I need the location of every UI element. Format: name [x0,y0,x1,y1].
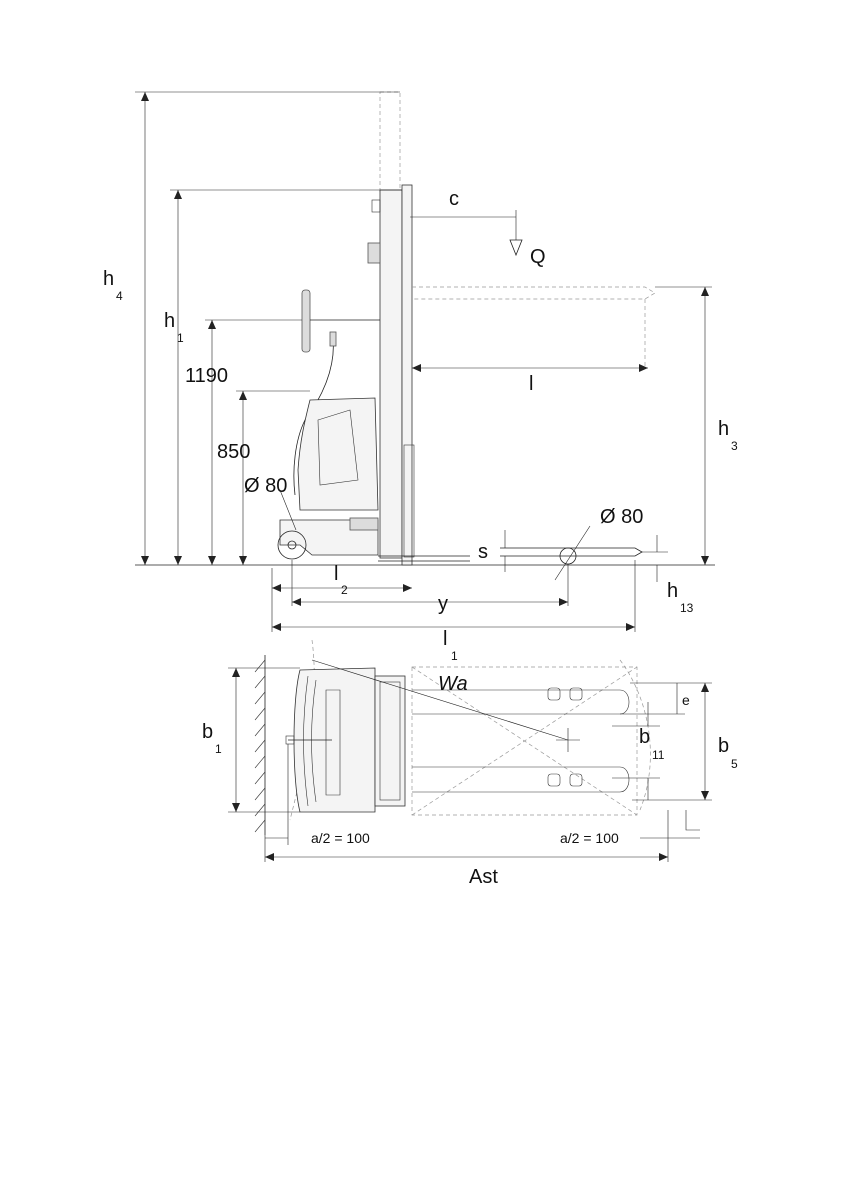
l-arrow-right [639,364,648,372]
tiller-grip [330,332,336,346]
l2-arrow-right [403,584,412,592]
label-h13: h [667,580,678,602]
l2-arrow-left [272,584,281,592]
top-view: Wa b 1 e b 11 b 5 a/2 = 100 [202,640,738,888]
h1-arrow-top [174,190,182,199]
label-l1-sub: 1 [451,649,458,663]
label-b1: b [202,721,213,743]
label-b5: b [718,735,729,757]
h3-arrow-bottom [701,556,709,565]
label-h3-sub: 3 [731,439,738,453]
label-b5-sub: 5 [731,757,738,771]
label-l2-sub: 2 [341,583,348,597]
label-850: 850 [217,441,250,463]
label-h1-sub: 1 [177,331,184,345]
label-h13-sub: 13 [680,601,694,615]
b5-arrow-top [701,683,709,692]
label-h3: h [718,418,729,440]
d1190-arrow-bottom [208,556,216,565]
ast-arrow-right [659,853,668,861]
y-arrow-left [292,598,301,606]
fork-roller-3 [548,774,560,786]
h4-arrow-bottom [141,556,149,565]
h1-arrow-bottom [174,556,182,565]
label-h1: h [164,310,175,332]
label-h4: h [103,268,114,290]
label-e: e [682,692,690,708]
label-dia-right: Ø 80 [600,506,643,528]
label-c: c [449,188,459,210]
mast-bracket [372,200,380,212]
fork-roller-4 [570,774,582,786]
b1-arrow-bottom [232,803,240,812]
load-arrow-head [510,240,522,255]
l1-arrow-left [272,623,281,631]
b1-arrow-top [232,668,240,677]
mast-top [375,676,405,806]
a2-right-wall-mark [686,810,700,830]
label-y: y [438,593,448,615]
h4-arrow-top [141,92,149,101]
raised-fork-outline [412,287,655,299]
d850-arrow-bottom [239,556,247,565]
label-a2-right: a/2 = 100 [560,830,619,846]
label-l1: l [443,628,447,650]
y-arrow-right [559,598,568,606]
label-s: s [478,541,488,563]
tiller-handle [302,290,310,352]
fork-carriage [402,185,412,565]
ast-arrow-left [265,853,274,861]
label-b1-sub: 1 [215,742,222,756]
label-l: l [529,373,533,395]
mast-valve [368,243,380,263]
d850-arrow-top [239,391,247,400]
side-view: c Q h 4 h 1 1190 850 Ø 80 Ø 80 [103,92,738,663]
label-q: Q [530,246,546,268]
l1-arrow-right [626,623,635,631]
label-1190: 1190 [185,365,228,387]
d1190-arrow-top [208,320,216,329]
label-ast: Ast [469,866,498,888]
l-arrow-left [412,364,421,372]
label-l2: l [334,563,338,585]
label-wa: Wa [438,673,468,695]
wall-hatching [255,660,265,832]
label-dia-left: Ø 80 [244,475,287,497]
chassis-cover [350,518,378,530]
label-b11-sub: 11 [652,748,665,762]
h3-arrow-top [701,287,709,296]
extended-mast-outline [380,92,400,192]
label-a2-left: a/2 = 100 [311,830,370,846]
drive-unit-housing [298,398,378,510]
label-h4-sub: 4 [116,289,123,303]
b5-arrow-bottom [701,791,709,800]
label-b11: b [639,726,650,748]
mast [380,190,402,558]
